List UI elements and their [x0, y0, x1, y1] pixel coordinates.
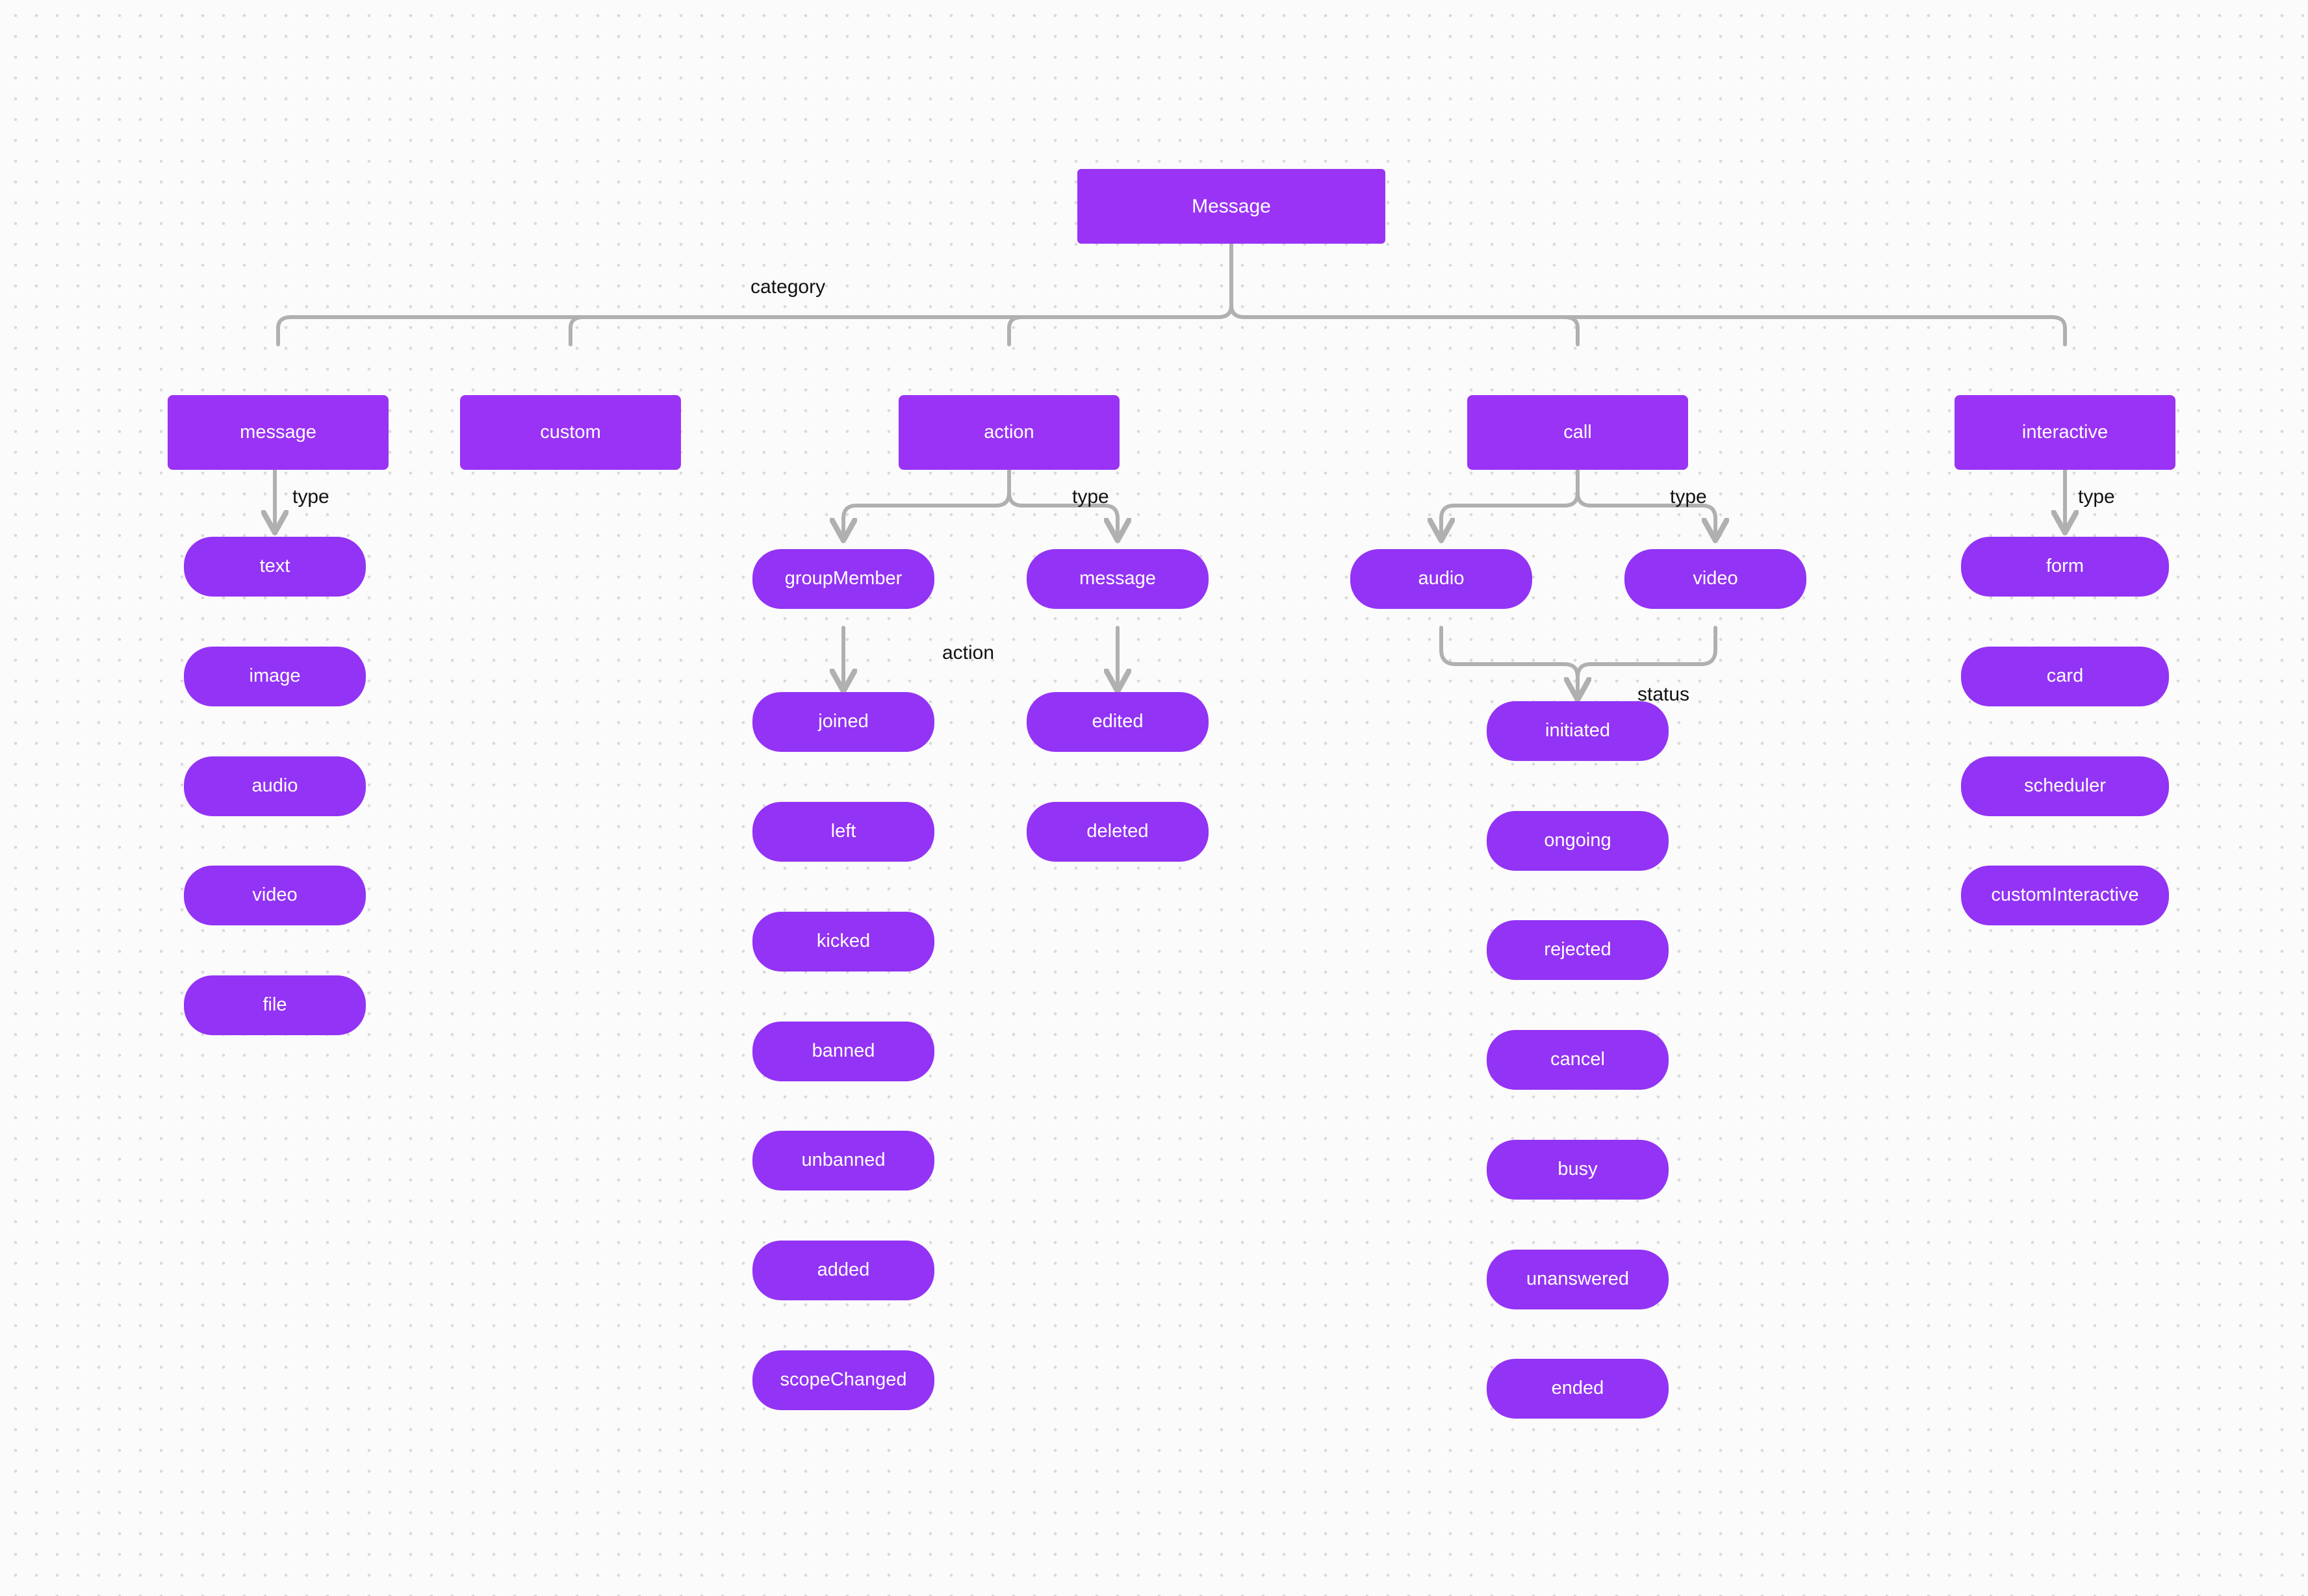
node-interactive-type-card[interactable]: card [1961, 647, 2169, 706]
node-label: edited [1092, 711, 1144, 732]
node-label: unbanned [801, 1150, 886, 1171]
node-label: deleted [1086, 821, 1149, 842]
edge-video-initiated [1576, 626, 1717, 679]
node-category-message[interactable]: message [168, 395, 389, 470]
edge-bus-interactive [1242, 315, 2067, 346]
node-root-label: Message [1192, 196, 1271, 217]
node-label: left [830, 821, 856, 842]
node-label: joined [818, 711, 869, 732]
node-label: audio [251, 775, 298, 797]
node-message-action-deleted[interactable]: deleted [1027, 802, 1209, 862]
node-category-interactive[interactable]: interactive [1955, 395, 2175, 470]
node-category-custom[interactable]: custom [460, 395, 681, 470]
node-label: initiated [1545, 720, 1610, 741]
node-label: groupMember [784, 568, 903, 589]
node-label: scopeChanged [780, 1369, 907, 1391]
edge-label-category: category [750, 276, 826, 298]
node-message-action-edited[interactable]: edited [1027, 692, 1209, 752]
node-message-type-audio[interactable]: audio [184, 756, 366, 816]
node-call-status-ended[interactable]: ended [1487, 1359, 1669, 1419]
edge-action-groupmember [843, 468, 1011, 539]
node-call-status-unanswered[interactable]: unanswered [1487, 1250, 1669, 1309]
node-category-action[interactable]: action [899, 395, 1120, 470]
edge-label-type-action: type [1072, 486, 1109, 508]
node-category-action-label: action [984, 421, 1034, 443]
node-label: customInteractive [1991, 884, 2139, 906]
edge-bus-custom [569, 315, 1220, 346]
node-label: card [2046, 665, 2084, 687]
node-call-status-initiated[interactable]: initiated [1487, 701, 1669, 761]
edge-label-action-groupmember: action [942, 642, 995, 663]
node-message-type-text[interactable]: text [184, 537, 366, 597]
node-groupmember-action-kicked[interactable]: kicked [752, 912, 934, 972]
node-message-type-video[interactable]: video [184, 866, 366, 925]
edge-call-audio [1441, 468, 1580, 539]
edge-label-type-call: type [1670, 486, 1707, 508]
node-label: image [249, 665, 301, 687]
node-label: unanswered [1526, 1268, 1629, 1290]
node-groupmember-action-scopechanged[interactable]: scopeChanged [752, 1350, 934, 1410]
node-label: cancel [1550, 1049, 1605, 1070]
node-call-type-video[interactable]: video [1624, 549, 1806, 609]
node-label: video [252, 884, 298, 906]
node-groupmember-action-added[interactable]: added [752, 1241, 934, 1300]
node-category-custom-label: custom [540, 421, 601, 443]
node-groupmember-action-unbanned[interactable]: unbanned [752, 1131, 934, 1191]
node-label: busy [1558, 1159, 1598, 1180]
edge-label-type-interactive: type [2078, 486, 2115, 508]
edge-bus-left [276, 303, 1233, 346]
node-call-status-ongoing[interactable]: ongoing [1487, 811, 1669, 871]
edge-label-type-message: type [292, 486, 329, 508]
node-groupmember-action-left[interactable]: left [752, 802, 934, 862]
node-call-status-busy[interactable]: busy [1487, 1140, 1669, 1200]
edge-bus-call [1229, 303, 1580, 346]
node-label: ended [1551, 1378, 1604, 1399]
node-call-status-rejected[interactable]: rejected [1487, 920, 1669, 980]
node-label: message [1079, 568, 1156, 589]
node-interactive-type-form[interactable]: form [1961, 537, 2169, 597]
node-action-type-message[interactable]: message [1027, 549, 1209, 609]
edge-audio-initiated [1439, 626, 1578, 699]
node-interactive-type-custominteractive[interactable]: customInteractive [1961, 866, 2169, 925]
node-call-type-audio[interactable]: audio [1350, 549, 1532, 609]
node-root[interactable]: Message [1077, 169, 1385, 244]
node-label: rejected [1544, 939, 1611, 960]
node-groupmember-action-joined[interactable]: joined [752, 692, 934, 752]
node-groupmember-action-banned[interactable]: banned [752, 1022, 934, 1081]
node-label: scheduler [2024, 775, 2106, 797]
node-label: form [2046, 556, 2084, 577]
node-label: banned [812, 1040, 875, 1062]
node-label: text [259, 556, 290, 577]
node-label: video [1693, 568, 1738, 589]
node-message-type-image[interactable]: image [184, 647, 366, 706]
node-message-type-file[interactable]: file [184, 975, 366, 1035]
node-label: ongoing [1544, 830, 1611, 851]
node-action-type-groupmember[interactable]: groupMember [752, 549, 934, 609]
node-label: file [263, 994, 287, 1016]
node-category-call-label: call [1563, 421, 1592, 443]
edge-bus-action [1007, 315, 1220, 346]
node-label: added [817, 1259, 870, 1281]
node-label: kicked [816, 931, 871, 952]
node-category-call[interactable]: call [1467, 395, 1688, 470]
node-interactive-type-scheduler[interactable]: scheduler [1961, 756, 2169, 816]
node-call-status-cancel[interactable]: cancel [1487, 1030, 1669, 1090]
node-category-interactive-label: interactive [2021, 421, 2109, 443]
node-category-message-label: message [240, 421, 316, 443]
node-label: audio [1418, 568, 1465, 589]
